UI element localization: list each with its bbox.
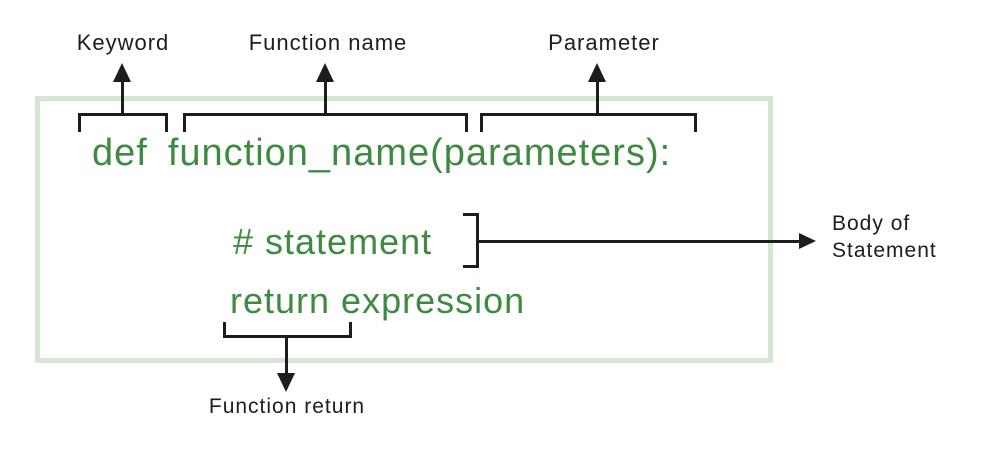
code-signature: function_name(parameters): xyxy=(167,132,672,174)
parameter-label: Parameter xyxy=(548,30,660,55)
code-line-def: def function_name(parameters): xyxy=(92,132,671,175)
keyword-bracket xyxy=(78,113,168,132)
parameter-arrow-stem xyxy=(596,80,599,114)
body-label-line1: Body of xyxy=(832,212,911,235)
body-arrow-right-icon xyxy=(799,233,816,249)
body-arrow-line xyxy=(478,240,803,243)
statement-bracket xyxy=(463,213,479,268)
parameter-bracket xyxy=(480,113,697,132)
syntax-box xyxy=(35,96,773,363)
function-name-arrow-up-icon xyxy=(316,63,334,82)
code-line-return: return expression xyxy=(230,280,526,321)
keyword-label: Keyword xyxy=(76,30,170,55)
body-label-line2: Statement xyxy=(832,239,937,262)
function-name-label: Function name xyxy=(248,30,408,55)
return-arrow-stem xyxy=(285,337,288,377)
function-name-arrow-stem xyxy=(324,80,327,114)
parameter-arrow-up-icon xyxy=(588,63,606,82)
code-line-statement: # statement xyxy=(233,221,433,262)
keyword-arrow-up-icon xyxy=(113,63,131,82)
code-keyword-def: def xyxy=(92,132,148,174)
return-bracket xyxy=(223,322,352,338)
return-arrow-down-icon xyxy=(277,373,295,392)
function-return-label: Function return xyxy=(208,395,366,418)
keyword-arrow-stem xyxy=(121,80,124,114)
function-name-bracket xyxy=(183,113,468,132)
body-of-statement-label: Body of Statement xyxy=(832,210,937,264)
